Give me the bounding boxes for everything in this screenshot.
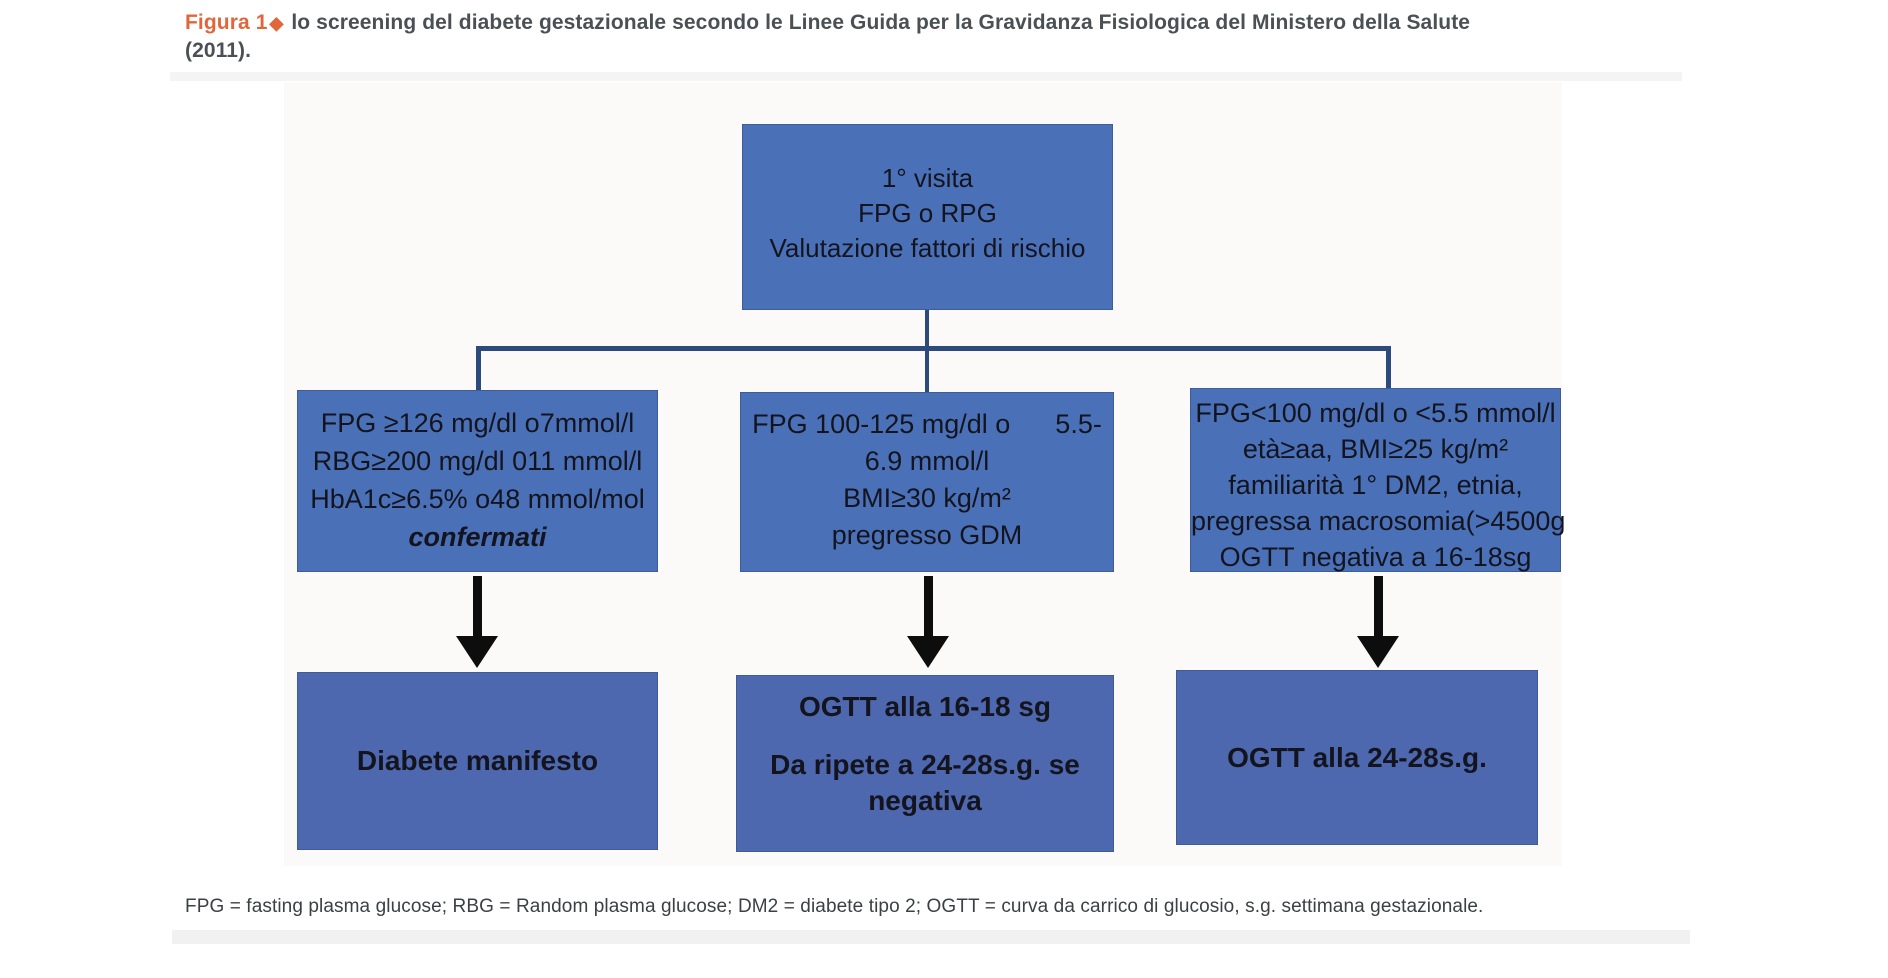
figure-footnote: FPG = fasting plasma glucose; RBG = Rand… xyxy=(185,896,1484,917)
flow-box-risk-factors-criteria: FPG<100 mg/dl o <5.5 mmol/l età≥aa, BMI≥… xyxy=(1190,388,1566,572)
diamond-icon: ◆ xyxy=(269,13,284,33)
flow-box-line: età≥aa, BMI≥25 kg/m² xyxy=(1242,434,1509,464)
flow-box-line: pregresso GDM xyxy=(831,520,1023,550)
connector-vertical-middle xyxy=(925,350,929,392)
flow-box-line: HbA1c≥6.5% o48 mmol/mol xyxy=(310,484,645,514)
flow-box-intermediate-criteria: FPG 100-125 mg/dl o 5.5- 6.9 mmol/l BMI≥… xyxy=(740,392,1114,572)
flow-box-line: Da ripete a 24-28s.g. se negativa xyxy=(770,749,1080,816)
bottom-divider-strip xyxy=(172,930,1690,944)
connector-vertical-right xyxy=(1386,346,1391,392)
flow-box-outcome-early-ogtt: OGTT alla 16-18 sg Da ripete a 24-28s.g.… xyxy=(736,675,1114,852)
flow-box-line: 1° visita xyxy=(881,163,974,193)
connector-horizontal xyxy=(476,346,1391,351)
arrow-head xyxy=(907,636,949,668)
connector-vertical-left xyxy=(476,346,481,392)
flow-box-line: pregressa macrosomia(>4500g xyxy=(1191,506,1566,536)
flow-box-emphasis: confermati xyxy=(408,522,547,552)
flow-box-line: FPG 100-125 mg/dl o 5.5- xyxy=(752,409,1102,439)
arrow-shaft xyxy=(472,576,482,636)
flow-box-first-visit: 1° visita FPG o RPG Valutazione fattori … xyxy=(742,124,1113,310)
flow-box-outcome-overt-diabetes: Diabete manifesto xyxy=(297,672,658,850)
top-divider-strip xyxy=(170,72,1682,81)
down-arrow-icon xyxy=(456,576,498,668)
connector-vertical-top xyxy=(925,310,929,350)
flow-box-line: familiarità 1° DM2, etnia, xyxy=(1228,470,1523,500)
figure-caption: Figura 1◆ lo screening del diabete gesta… xyxy=(185,9,1675,64)
flow-box-line: FPG<100 mg/dl o <5.5 mmol/l xyxy=(1195,398,1556,428)
flow-box-line: 6.9 mmol/l xyxy=(864,446,990,476)
flow-box-line: BMI≥30 kg/m² xyxy=(843,483,1011,513)
arrow-head xyxy=(456,636,498,668)
flow-box-line: Valutazione fattori di rischio xyxy=(769,233,1086,263)
arrow-head xyxy=(1357,636,1399,668)
figure-label: Figura 1 xyxy=(185,11,268,34)
flow-box-line: OGTT negativa a 16-18sg xyxy=(1219,542,1532,572)
flow-box-outcome-standard-ogtt: OGTT alla 24-28s.g. xyxy=(1176,670,1538,845)
flow-box-line: Diabete manifesto xyxy=(356,745,599,776)
flow-box-line: OGTT alla 24-28s.g. xyxy=(1227,741,1487,773)
flow-box-line: FPG ≥126 mg/dl o7mmol/l xyxy=(320,408,635,438)
flow-box-line: FPG o RPG xyxy=(858,198,997,228)
flow-box-line: RBG≥200 mg/dl 011 mmol/l xyxy=(312,446,643,476)
down-arrow-icon xyxy=(907,576,949,668)
flow-box-line: OGTT alla 16-18 sg xyxy=(798,691,1052,722)
arrow-shaft xyxy=(923,576,933,636)
flow-box-overt-diabetes-criteria: FPG ≥126 mg/dl o7mmol/l RBG≥200 mg/dl 01… xyxy=(297,390,658,572)
down-arrow-icon xyxy=(1357,576,1399,668)
figure-caption-year: (2011). xyxy=(185,39,252,62)
figure-caption-text: lo screening del diabete gestazionale se… xyxy=(291,11,1471,34)
arrow-shaft xyxy=(1373,576,1383,636)
